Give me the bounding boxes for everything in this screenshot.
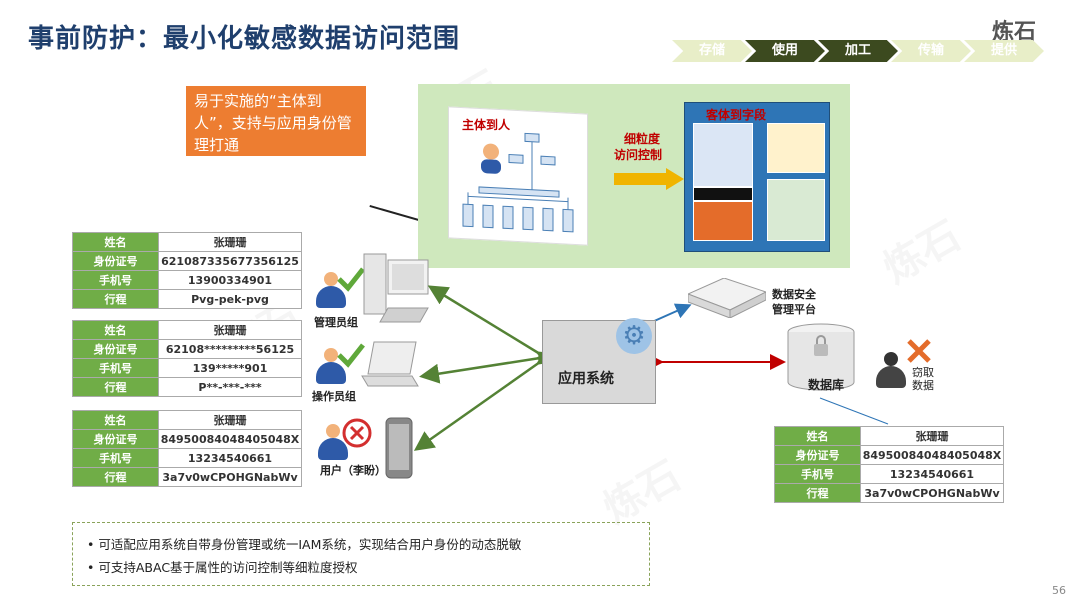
control-label-2: 访问控制 xyxy=(614,148,663,162)
check-icon xyxy=(337,267,365,292)
field-table-panel xyxy=(684,102,830,252)
subject-label: 主体到人 xyxy=(462,118,511,132)
control-label-1: 细粒度 xyxy=(624,132,661,146)
operator-group-label: 操作员组 xyxy=(312,390,356,403)
object-label: 客体到字段 xyxy=(706,108,767,122)
org-chart-icon xyxy=(462,132,574,233)
database-icon xyxy=(787,323,855,391)
list-item: 可适配应用系统自带身份管理或统一IAM系统，实现结合用户身份的动态脱敏 xyxy=(87,533,635,556)
close-x-icon xyxy=(907,339,931,363)
table-row: 姓名张珊珊 xyxy=(72,232,302,252)
close-x-icon xyxy=(342,418,372,448)
operator-person-icon xyxy=(316,348,346,384)
laptop-icon xyxy=(361,341,419,387)
attacker-icon xyxy=(876,352,906,388)
smartphone-icon xyxy=(385,417,413,479)
arrow-right-icon xyxy=(614,168,684,190)
feature-bullet-list: 可适配应用系统自带身份管理或统一IAM系统，实现结合用户身份的动态脱敏 可支持A… xyxy=(72,522,650,586)
database-label: 数据库 xyxy=(808,378,845,392)
check-icon xyxy=(337,343,365,368)
step-storage: 存储 xyxy=(672,40,752,62)
step-transfer: 传输 xyxy=(891,40,971,62)
page-number: 56 xyxy=(1052,584,1066,597)
gear-icon: ⚙ xyxy=(616,318,652,354)
list-item: 可支持ABAC基于属性的访问控制等细粒度授权 xyxy=(87,556,635,579)
step-provide: 提供 xyxy=(964,40,1044,62)
step-use: 使用 xyxy=(745,40,825,62)
app-system-label: 应用系统 xyxy=(558,371,614,387)
table-row: 姓名张珊珊 xyxy=(72,320,302,340)
user-person-icon xyxy=(318,424,348,460)
security-platform-label-1: 数据安全 xyxy=(772,288,816,301)
security-appliance-icon xyxy=(688,278,766,318)
desktop-computer-icon xyxy=(363,253,429,323)
slide-title: 事前防护：最小化敏感数据访问范围 xyxy=(28,24,461,54)
step-process: 加工 xyxy=(818,40,898,62)
org-chart-card xyxy=(448,106,588,246)
admin-group-label: 管理员组 xyxy=(314,316,358,329)
steal-label-1: 窃取 xyxy=(912,366,934,379)
callout-box: 易于实施的“主体到人”，支持与应用身份管理打通 xyxy=(186,86,366,156)
steal-label-2: 数据 xyxy=(912,379,934,392)
admin-person-icon xyxy=(316,272,346,308)
security-platform-label-2: 管理平台 xyxy=(772,303,816,316)
user-label: 用户（李盼） xyxy=(320,464,386,477)
table-row: 姓名张珊珊 xyxy=(774,426,1004,446)
